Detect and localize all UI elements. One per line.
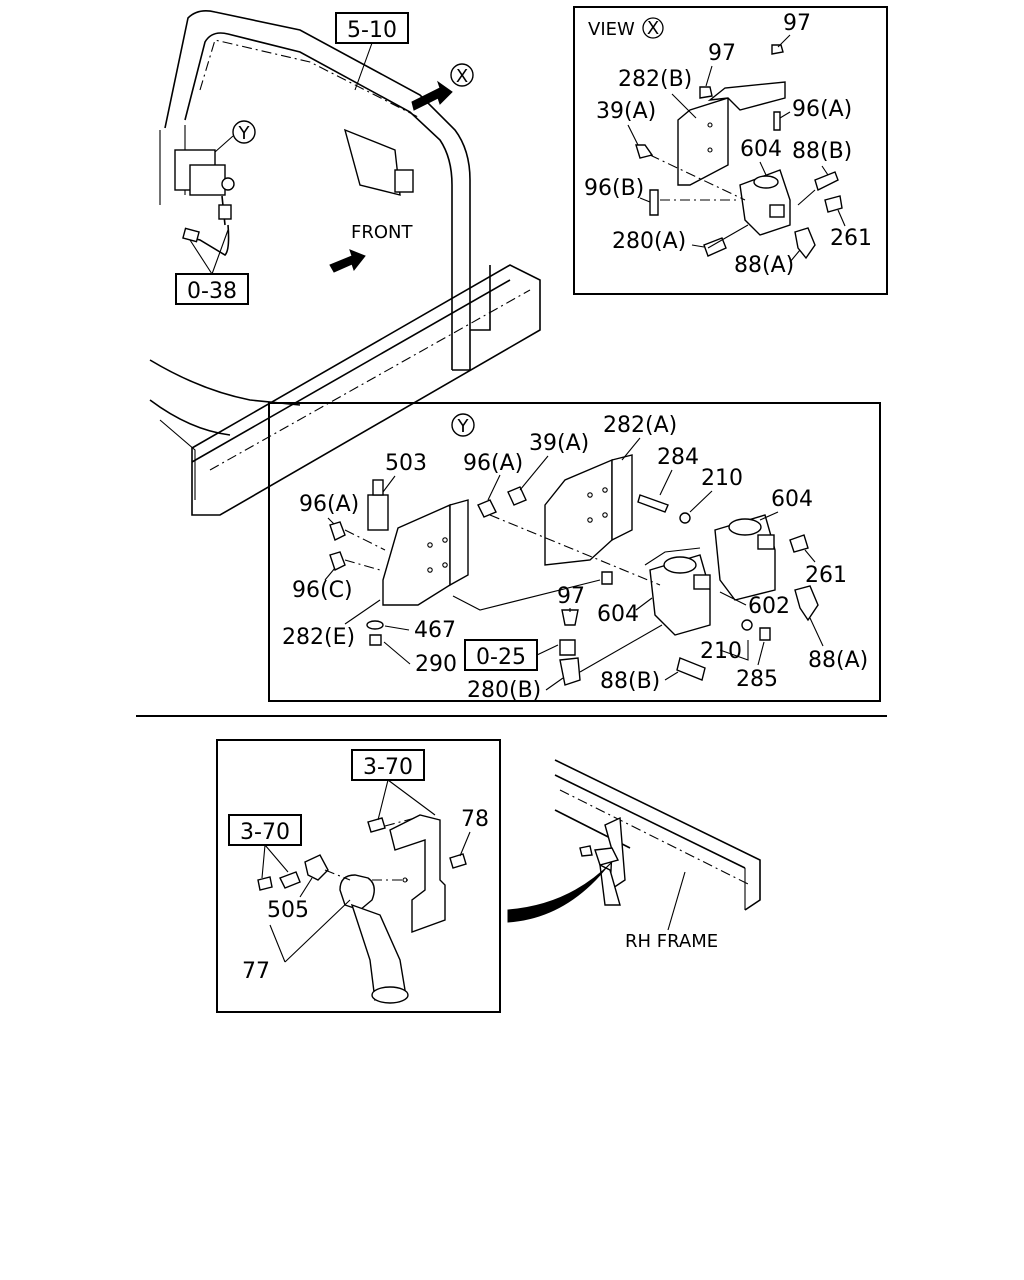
label-96c: 96(C)	[292, 578, 353, 603]
front-label: FRONT	[351, 222, 413, 243]
rh-frame-label: RH FRAME	[625, 931, 718, 952]
label-282b: 282(B)	[618, 67, 692, 92]
label-97: 97	[557, 584, 585, 609]
ref-box-3-70-left: 3-70	[228, 814, 302, 879]
ref-0-38-label: 0-38	[187, 279, 237, 304]
ref-box-0-25: 0-25	[464, 639, 559, 671]
label-602: 602	[748, 594, 790, 619]
label-88a: 88(A)	[734, 253, 794, 278]
detail-y-marker: Y	[214, 120, 256, 153]
view-x-header: VIEW	[588, 19, 635, 40]
label-96b: 96(B)	[584, 176, 644, 201]
view-x-marker: X	[450, 63, 474, 87]
label-604: 604	[597, 602, 639, 627]
label-467: 467	[414, 618, 456, 643]
label-77: 77	[242, 959, 270, 984]
ref-0-25-label: 0-25	[476, 645, 526, 670]
label-97: 97	[708, 41, 736, 66]
label-96a: 96(A)	[299, 492, 359, 517]
label-282a: 282(A)	[603, 413, 677, 438]
label-285: 285	[736, 667, 778, 692]
label-88a: 88(A)	[808, 648, 868, 673]
label-284: 284	[657, 445, 699, 470]
svg-text:Y: Y	[238, 123, 251, 144]
rh-frame-view	[507, 759, 761, 931]
label-210: 210	[700, 639, 742, 664]
ref-5-10-label: 5-10	[347, 18, 397, 43]
main-cab-view	[149, 10, 541, 516]
ref-3-70-label: 3-70	[363, 755, 413, 780]
label-78: 78	[461, 807, 489, 832]
ref-box-0-38: 0-38	[175, 229, 249, 305]
horn-detail-panel	[216, 739, 501, 1013]
label-503: 503	[385, 451, 427, 476]
label-39a: 39(A)	[529, 431, 589, 456]
label-290: 290	[415, 652, 457, 677]
label-96a: 96(A)	[463, 451, 523, 476]
detail-y-header: Y	[457, 416, 470, 437]
svg-text:X: X	[456, 66, 468, 87]
detail-y-labels: 282(A) 39(A) 96(A) 503 284 210 604 96(A)…	[282, 413, 868, 703]
label-39a: 39(A)	[596, 99, 656, 124]
label-210: 210	[701, 466, 743, 491]
ref-3-70-label: 3-70	[240, 820, 290, 845]
label-261: 261	[830, 226, 872, 251]
label-505: 505	[267, 898, 309, 923]
svg-text:X: X	[647, 18, 659, 39]
label-261: 261	[805, 563, 847, 588]
label-88b: 88(B)	[600, 669, 660, 694]
label-282e: 282(E)	[282, 625, 355, 650]
detail-y-panel: Y	[268, 402, 881, 702]
horn-detail-labels: 3-70 3-70 78 505 77	[228, 749, 489, 984]
ref-box-5-10: 5-10	[335, 12, 409, 91]
label-280a: 280(A)	[612, 229, 686, 254]
label-604: 604	[771, 487, 813, 512]
label-280b: 280(B)	[467, 678, 541, 703]
ref-box-3-70-top: 3-70	[351, 749, 436, 821]
label-97: 97	[783, 11, 811, 36]
view-x-labels: 97 97 282(B) 39(A) 96(A) 604 88(B) 96(B)…	[584, 11, 872, 278]
label-96a: 96(A)	[792, 97, 852, 122]
label-88b: 88(B)	[792, 139, 852, 164]
view-x-panel: VIEW X	[573, 6, 888, 295]
label-604: 604	[740, 137, 782, 162]
